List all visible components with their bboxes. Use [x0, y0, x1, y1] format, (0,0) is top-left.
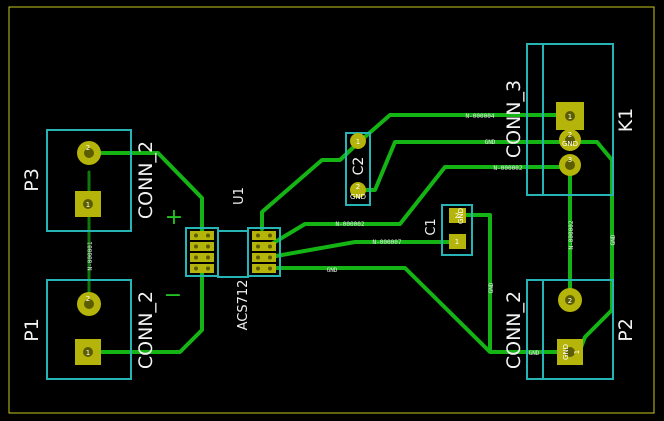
k1-pad-1-drill	[565, 111, 575, 121]
p1-value: CONN_2	[135, 291, 157, 369]
c2-pad-1	[350, 133, 366, 149]
c1-pin1-label: 1	[455, 238, 459, 246]
p3-footprint: 2 1 P3 CONN_2	[21, 141, 157, 219]
p1-pad-2-drill	[84, 299, 94, 309]
p2-courtyard	[526, 279, 614, 380]
k1-pin3-label: 3	[568, 156, 572, 164]
c1-pin2-net: GND	[457, 208, 465, 224]
c2-footprint: 1 2 GND C2	[350, 133, 367, 201]
p3-reference: P3	[21, 168, 43, 192]
p2-pin1-label: 1	[573, 350, 581, 354]
u1-pad-3	[190, 253, 214, 262]
p1-footprint: 2 1 P1 CONN_2	[21, 291, 157, 369]
net-label-gnd-u1: GND	[327, 267, 338, 274]
trace-n000007	[263, 240, 462, 260]
trace-p1-to-u1	[87, 264, 204, 354]
c2-pin2-net: GND	[350, 193, 366, 201]
trace-gnd-c1	[456, 213, 492, 352]
c1-pin2-label: 2	[455, 212, 459, 220]
k1-pin2-net: GND	[562, 140, 578, 148]
u1-pad-4	[190, 264, 214, 273]
p2-pad-1-drill	[565, 347, 575, 357]
net-label-n000002-u1: N-000002	[336, 221, 365, 228]
p2-reference: P2	[615, 318, 637, 342]
p2-pad-2-drill	[565, 295, 575, 305]
u1-minus-marker: −	[164, 283, 182, 308]
net-label-n000004: N-000004	[466, 113, 495, 120]
k1-pin1-label: 1	[568, 113, 572, 121]
net-label-gnd-c1: GND	[488, 282, 495, 293]
p3-pin2-label: 2	[86, 144, 90, 152]
trace-p3-to-u1	[87, 151, 204, 237]
c1-reference: C1	[424, 218, 439, 235]
courtyards	[46, 43, 614, 380]
p1-courtyard	[46, 279, 132, 380]
trace-gnd-k1-p2	[356, 140, 614, 352]
c1-pad-1	[449, 234, 466, 249]
k1-reference: K1	[615, 108, 637, 133]
c1-courtyard	[441, 204, 473, 256]
u1-footprint: U1 ACS712 + −	[164, 187, 276, 330]
k1-footprint: 1 2 GND 3 K1 CONN_3	[503, 80, 637, 176]
p2-footprint: 2 1 GND P2 CONN_2	[503, 288, 637, 369]
net-label-n000002-vertical: N-000002	[568, 220, 575, 249]
u1-plus-marker: +	[165, 205, 183, 230]
p3-pad-2-drill	[84, 148, 94, 158]
k1-pin2-label: 2	[568, 131, 572, 139]
u1-pad-drills	[194, 233, 272, 271]
p1-pin2-label: 2	[86, 295, 90, 303]
net-labels: N-000004 GND N-000002 N-000002 N-000007 …	[327, 113, 617, 357]
k1-value: CONN_3	[503, 80, 525, 158]
trace-n000002	[263, 165, 572, 302]
u1-pad-8	[252, 231, 276, 240]
c2-pin1-label: 1	[356, 138, 360, 146]
u1-pad-5	[252, 264, 276, 273]
u1-courtyard-right	[247, 227, 281, 277]
p3-pad-1-drill	[83, 199, 93, 209]
net-label-gnd-vertical: GND	[610, 234, 617, 245]
p1-reference: P1	[21, 318, 43, 342]
c2-pad-2	[350, 182, 366, 198]
u1-pad-6	[252, 253, 276, 262]
c2-pin2-label: 2	[356, 183, 360, 191]
u1-pad-2	[190, 242, 214, 251]
p1-pad-1-drill	[83, 347, 93, 357]
k1-pad-3-drill	[565, 160, 575, 170]
u1-reference: U1	[232, 187, 247, 205]
u1-pad-1	[190, 231, 214, 240]
k1-courtyard	[526, 43, 614, 196]
copper-traces	[87, 113, 614, 354]
net-label-gnd-p2: GND	[529, 350, 540, 357]
trace-n000004	[260, 113, 572, 231]
c1-pad-2	[449, 208, 466, 223]
net-label-gnd-k1: GND	[485, 139, 496, 146]
p2-pin2-label: 2	[568, 297, 572, 305]
p3-courtyard	[46, 129, 132, 232]
u1-courtyard-body	[217, 230, 249, 278]
c1-footprint: 2 1 GND C1	[424, 208, 466, 249]
net-label-n000001: N-000001	[87, 241, 94, 270]
p2-pin1-net: GND	[562, 344, 570, 360]
p1-pin1-label: 1	[86, 349, 90, 357]
u1-pad-7	[252, 242, 276, 251]
board-edge	[8, 6, 655, 414]
k1-pad-2-drill	[565, 135, 575, 145]
c2-reference: C2	[351, 157, 367, 176]
trace-gnd-u1-p2	[263, 266, 582, 354]
u1-value: ACS712	[236, 280, 251, 331]
net-label-n000002-k1: N-000002	[494, 165, 523, 172]
p3-value: CONN_2	[135, 141, 157, 219]
p2-value: CONN_2	[503, 291, 525, 369]
net-label-n000007: N-000007	[373, 239, 402, 246]
p3-pin1-label: 1	[86, 201, 90, 209]
